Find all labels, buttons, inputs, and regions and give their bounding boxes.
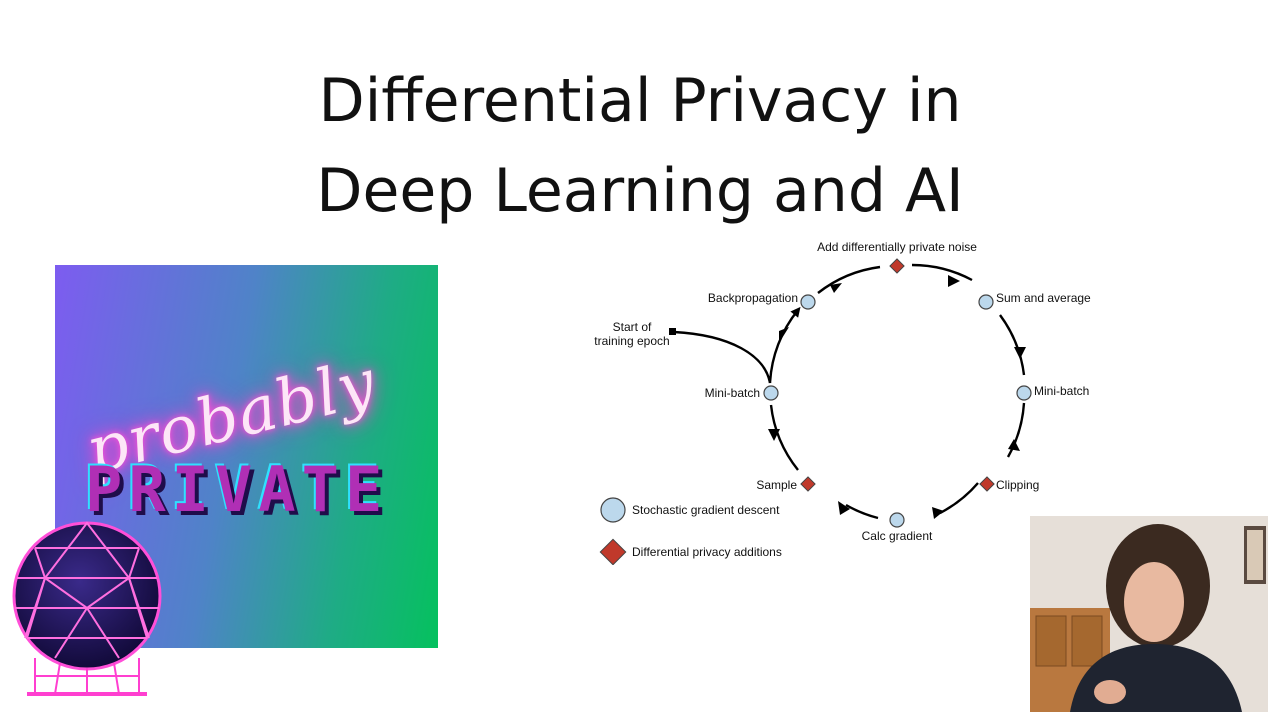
legend-dp-icon bbox=[599, 538, 627, 566]
arc-sample-to-minibatch bbox=[769, 404, 799, 471]
arrowhead-minibatch-down bbox=[768, 429, 780, 441]
start-connector bbox=[673, 330, 772, 384]
legend-sgd-label: Stochastic gradient descent bbox=[632, 503, 780, 517]
arc-backprop-to-noise bbox=[817, 265, 881, 294]
slide-title: Differential Privacy in Deep Learning an… bbox=[0, 56, 1280, 236]
arc-minibatch-to-backprop bbox=[768, 306, 801, 384]
arc-sum-to-minibatch bbox=[999, 314, 1026, 376]
arrowhead-clipping bbox=[1008, 439, 1020, 451]
start-marker bbox=[669, 328, 676, 335]
arc-clipping-to-calc bbox=[939, 482, 979, 515]
presenter-video-frame bbox=[1030, 516, 1268, 712]
radome-sphere-image bbox=[5, 518, 165, 700]
start-label-1: Start of bbox=[613, 320, 652, 334]
node-backpropagation bbox=[800, 294, 816, 310]
node-calc-gradient bbox=[889, 512, 905, 528]
node-sample bbox=[800, 476, 816, 492]
arrowhead-calc bbox=[932, 507, 944, 519]
cycle-svg: Start of training epoch Mini-batch Backp… bbox=[594, 240, 1091, 566]
node-sum-average bbox=[978, 294, 994, 310]
logo-block-text: PRIVATE bbox=[85, 453, 389, 526]
legend-dp-label: Differential privacy additions bbox=[632, 545, 782, 559]
legend-sgd-icon bbox=[600, 497, 626, 523]
arrowhead-minibatch-right bbox=[1014, 347, 1026, 359]
arc-calc-to-sample bbox=[845, 503, 879, 520]
sphere-svg bbox=[12, 521, 162, 696]
arrowhead-noise bbox=[830, 283, 842, 293]
dp-sgd-cycle-diagram: Start of training epoch Mini-batch Backp… bbox=[580, 235, 1120, 566]
arrowhead-sample bbox=[838, 501, 850, 515]
legend: Stochastic gradient descent Differential… bbox=[599, 497, 782, 566]
node-clipping bbox=[979, 476, 995, 492]
label-add-noise: Add differentially private noise bbox=[817, 240, 977, 254]
label-sum-average: Sum and average bbox=[996, 291, 1091, 305]
label-calc-gradient: Calc gradient bbox=[862, 529, 933, 543]
arc-noise-to-sum bbox=[911, 263, 973, 282]
label-backpropagation: Backpropagation bbox=[708, 291, 798, 305]
arrowhead-backprop bbox=[779, 327, 789, 343]
arrowhead-sum bbox=[948, 275, 960, 287]
sgd-nodes bbox=[763, 294, 1032, 528]
node-mini-batch-right bbox=[1016, 385, 1032, 401]
label-sample: Sample bbox=[756, 478, 797, 492]
presenter-video bbox=[1030, 516, 1268, 712]
title-line-1: Differential Privacy in bbox=[318, 66, 962, 136]
cycle-arcs bbox=[673, 263, 1026, 520]
label-mini-batch-right: Mini-batch bbox=[1034, 384, 1089, 398]
node-add-noise bbox=[889, 258, 905, 274]
title-line-2: Deep Learning and AI bbox=[316, 156, 964, 226]
label-mini-batch-left: Mini-batch bbox=[705, 386, 760, 400]
arc-minibatch-to-clipping bbox=[1006, 402, 1026, 458]
start-label-2: training epoch bbox=[594, 334, 669, 348]
node-mini-batch-left bbox=[763, 385, 779, 401]
label-clipping: Clipping bbox=[996, 478, 1039, 492]
cycle-arrowheads bbox=[768, 275, 1026, 519]
dp-nodes bbox=[800, 258, 995, 492]
